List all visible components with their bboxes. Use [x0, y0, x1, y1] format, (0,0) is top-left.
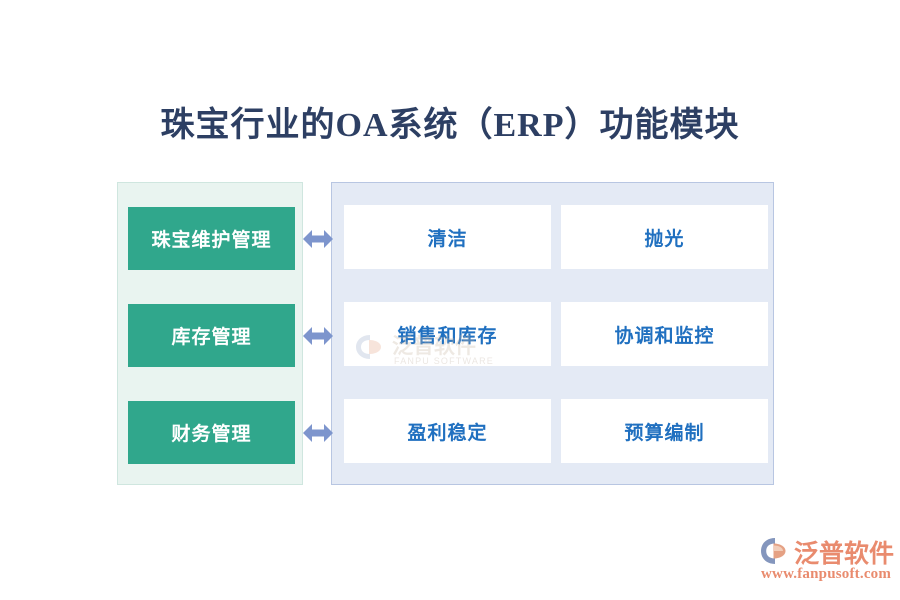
- detail-box-label: 抛光: [644, 228, 685, 250]
- right-detail-panel: 清洁 抛光 销售和库存 协调和监控 盈利稳定 预算编制: [331, 182, 774, 485]
- brand-url: www.fanpusoft.com: [761, 566, 892, 582]
- brand-logo: 泛普软件 www.fanpusoft.com: [760, 534, 894, 586]
- detail-box-label: 预算编制: [624, 422, 705, 444]
- module-box-label: 库存管理: [171, 327, 252, 348]
- detail-box-cleaning[interactable]: 清洁: [344, 205, 551, 269]
- detail-box-label: 协调和监控: [614, 325, 715, 347]
- left-module-panel: 珠宝维护管理 库存管理 财务管理: [117, 182, 303, 485]
- double-arrow-horizontal-icon: [303, 226, 333, 252]
- detail-box-budget-preparation[interactable]: 预算编制: [561, 399, 768, 463]
- detail-box-sales-and-inventory[interactable]: 销售和库存: [344, 302, 551, 366]
- connector-arrow-row-1: [303, 226, 333, 252]
- double-arrow-horizontal-icon: [303, 420, 333, 446]
- module-box-label: 珠宝维护管理: [151, 230, 272, 251]
- module-box-jewelry-maintenance[interactable]: 珠宝维护管理: [128, 207, 295, 270]
- module-box-label: 财务管理: [171, 424, 252, 445]
- connector-arrow-row-3: [303, 420, 333, 446]
- connector-arrow-row-2: [303, 323, 333, 349]
- module-box-finance[interactable]: 财务管理: [128, 401, 295, 464]
- detail-box-profit-stability[interactable]: 盈利稳定: [344, 399, 551, 463]
- brand-name: 泛普软件: [794, 541, 895, 568]
- fanpu-logo-mark-icon: [760, 536, 792, 571]
- double-arrow-horizontal-icon: [303, 323, 333, 349]
- page-title: 珠宝行业的OA系统（ERP）功能模块: [160, 107, 740, 144]
- detail-box-label: 清洁: [427, 228, 468, 250]
- detail-box-polishing[interactable]: 抛光: [561, 205, 768, 269]
- detail-box-label: 盈利稳定: [407, 422, 488, 444]
- detail-box-coordination-and-monitoring[interactable]: 协调和监控: [561, 302, 768, 366]
- detail-box-label: 销售和库存: [397, 325, 498, 347]
- module-box-inventory[interactable]: 库存管理: [128, 304, 295, 367]
